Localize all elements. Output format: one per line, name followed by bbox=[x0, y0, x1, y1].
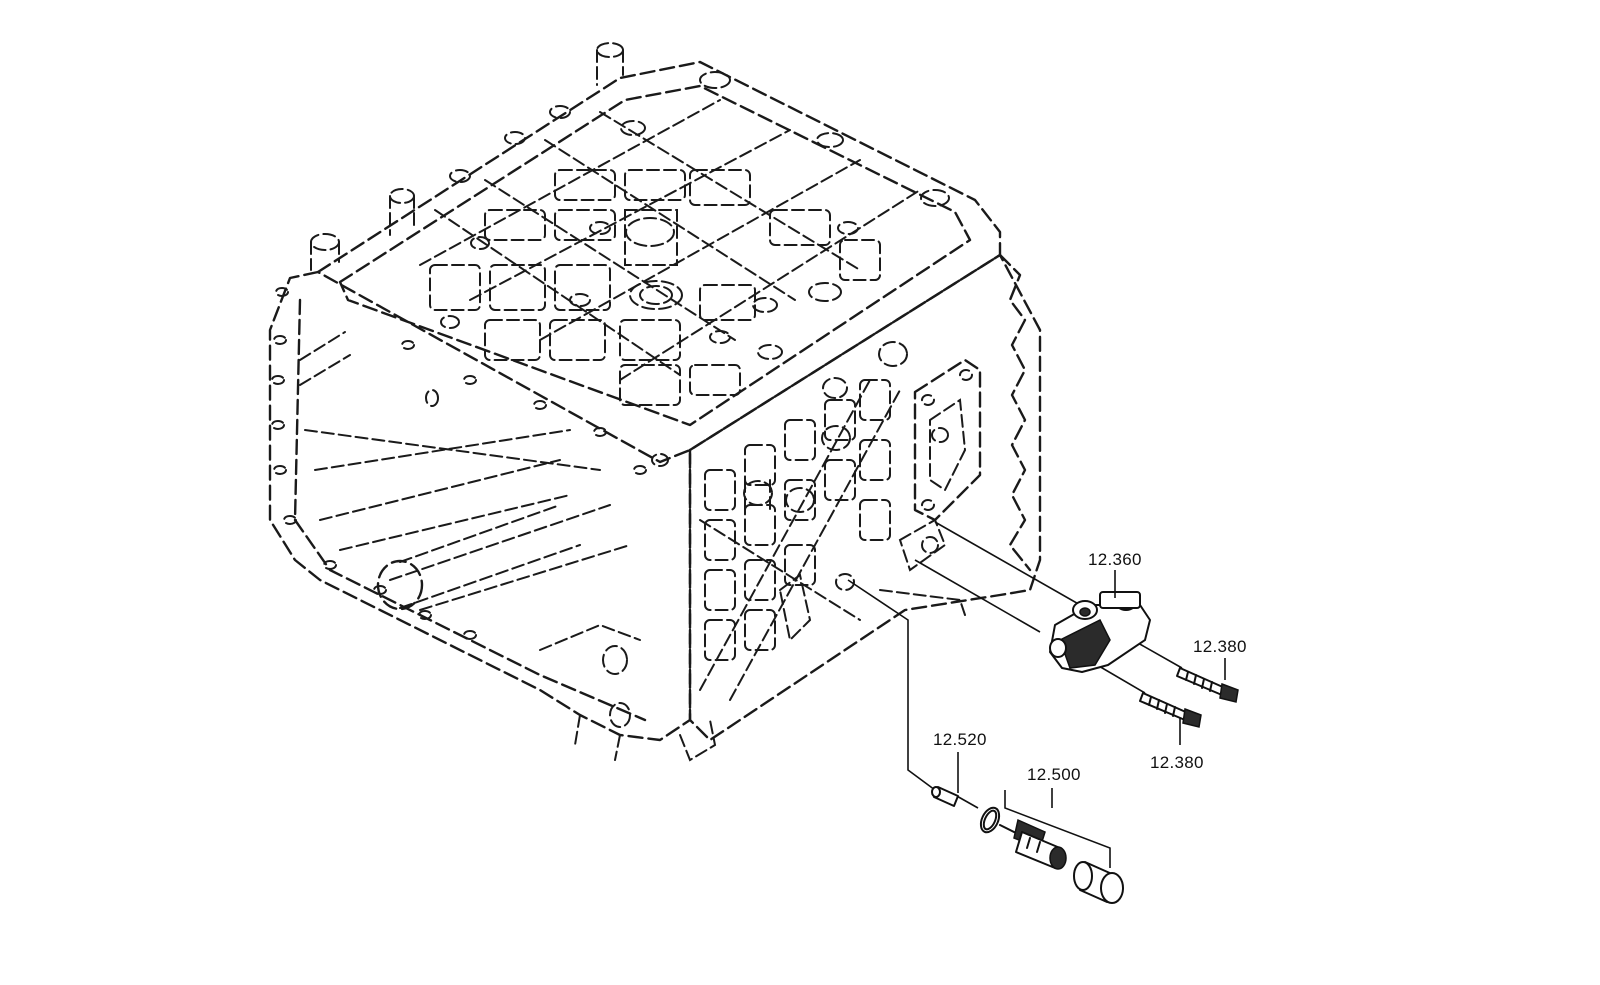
cap bbox=[1073, 861, 1124, 904]
valve-block bbox=[1049, 591, 1151, 673]
callout-bolt-upper: 12.380 bbox=[1193, 637, 1247, 656]
transmission-housing bbox=[268, 42, 1042, 762]
axis-line-sensor bbox=[847, 579, 936, 791]
bolt-upper bbox=[1176, 667, 1239, 703]
callout-valve-block: 12.360 bbox=[1088, 550, 1142, 569]
callout-sensor: 12.500 bbox=[1027, 765, 1081, 784]
callout-leaders bbox=[957, 570, 1226, 868]
pin bbox=[931, 786, 959, 807]
o-ring bbox=[979, 806, 1001, 834]
exploded-parts bbox=[847, 521, 1239, 904]
axis-line-lower bbox=[914, 559, 1041, 633]
callout-bolt-lower: 12.380 bbox=[1150, 753, 1204, 772]
sensor bbox=[999, 818, 1067, 870]
callout-pin: 12.520 bbox=[933, 730, 987, 749]
bolt-lower bbox=[1139, 692, 1202, 728]
